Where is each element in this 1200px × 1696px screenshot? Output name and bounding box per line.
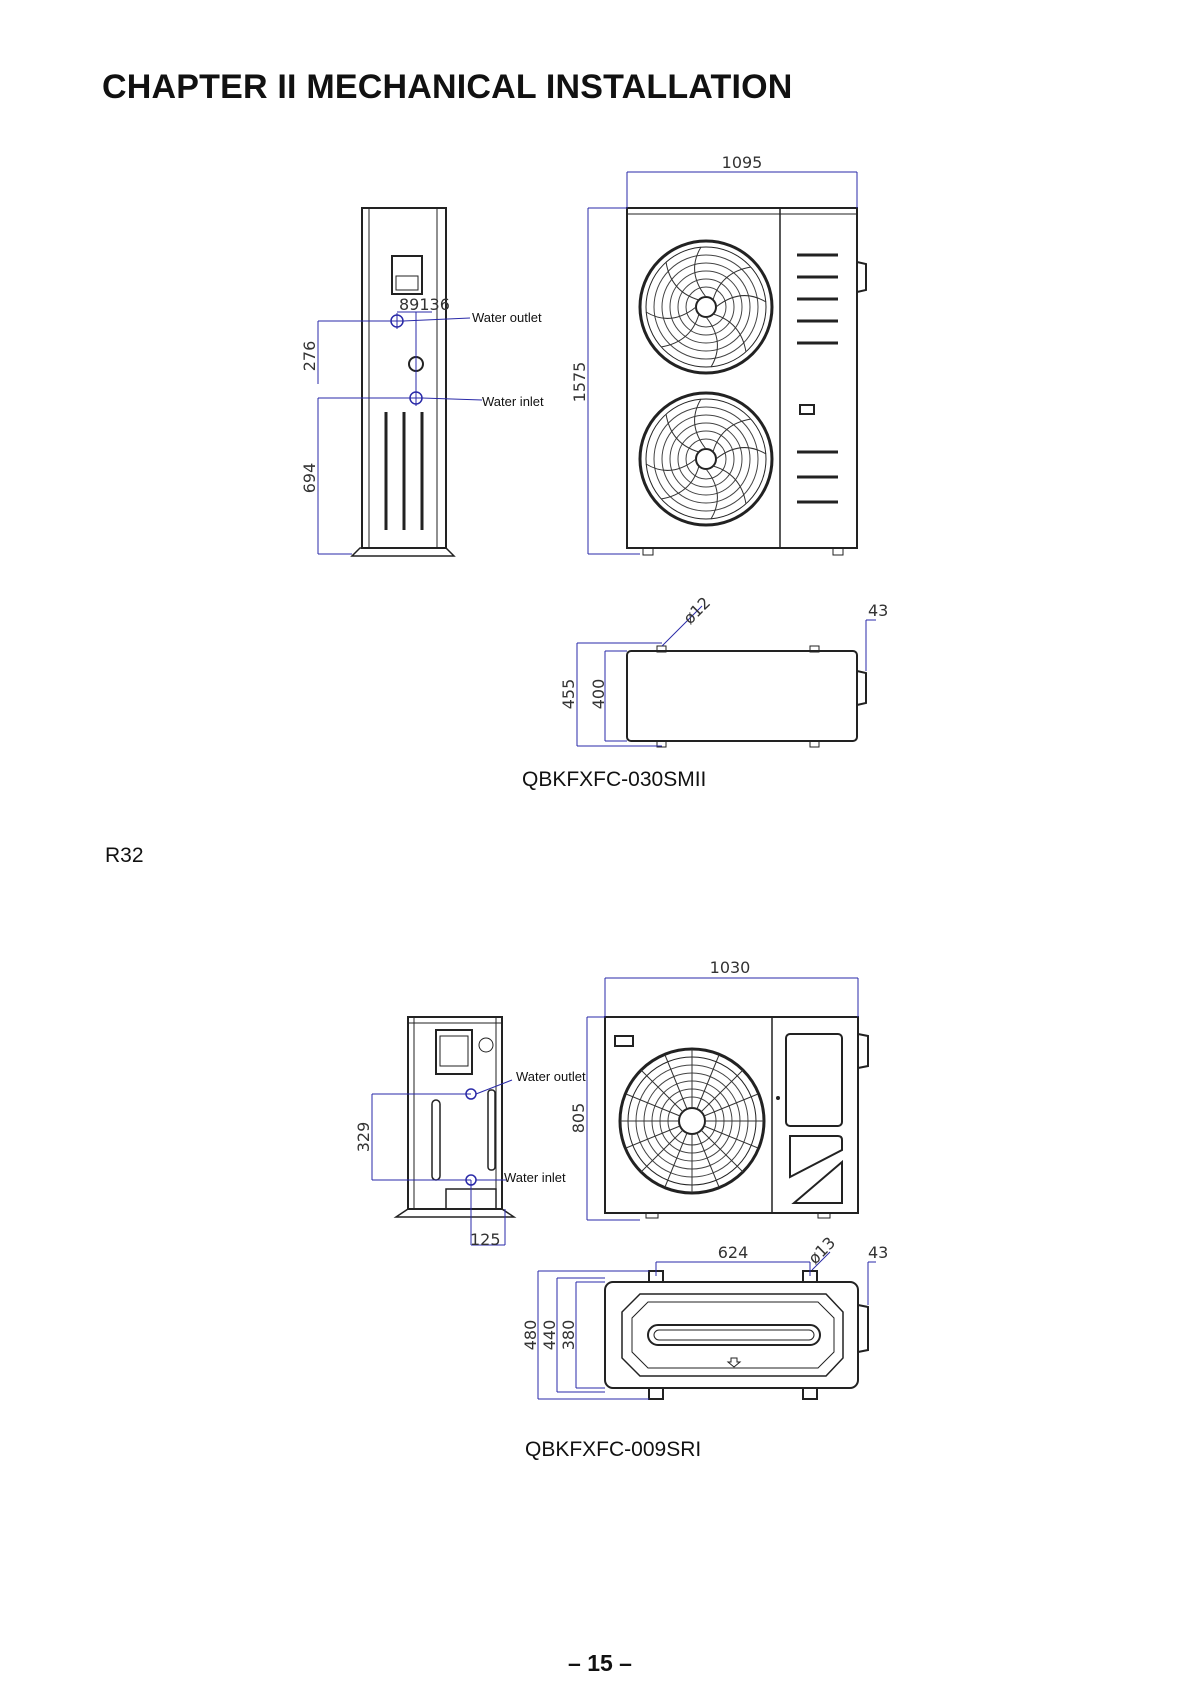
unit2-depth-inner-dim: 380 — [559, 1320, 578, 1351]
unit1-front-view — [626, 207, 867, 556]
unit1-side-view — [350, 207, 456, 557]
unit2-protrusion-dim: 43 — [868, 1243, 888, 1262]
unit2-pipe-spacing-dim: 329 — [354, 1122, 373, 1153]
unit2-front-dimensions — [586, 977, 859, 1221]
unit1-top-dimensions — [576, 605, 876, 747]
unit2-model-caption: QBKFXFC-009SRI — [525, 1438, 702, 1461]
unit2-depth-mid-dim: 440 — [540, 1320, 559, 1351]
unit1-height-dim: 1575 — [570, 362, 589, 403]
page-number: – 15 – — [568, 1650, 632, 1676]
unit1-hole-diameter-dim: ø12 — [679, 593, 714, 628]
unit2-top-dimensions — [537, 1251, 876, 1400]
unit1-depth-inner-dim: 400 — [589, 679, 608, 710]
page-title: CHAPTER II MECHANICAL INSTALLATION — [102, 68, 793, 106]
unit2-water-outlet-label: Water outlet — [516, 1069, 586, 1084]
unit1-top-view — [626, 645, 867, 748]
unit1-front-dimensions — [587, 171, 858, 555]
unit1-water-outlet-label: Water outlet — [472, 310, 542, 325]
unit1-side-dimensions — [317, 311, 483, 555]
refrigerant-note: R32 — [105, 844, 144, 867]
unit2-inlet-offset-dim: 125 — [470, 1230, 501, 1249]
unit2-top-view — [604, 1270, 869, 1400]
unit1-outlet-offset-dim: 89136 — [399, 295, 450, 314]
unit1-protrusion-dim: 43 — [868, 601, 888, 620]
unit1-inlet-height-dim: 694 — [300, 463, 319, 494]
unit1-water-inlet-label: Water inlet — [482, 394, 544, 409]
unit2-side-dimensions — [371, 1079, 513, 1246]
unit2-water-inlet-label: Water inlet — [504, 1170, 566, 1185]
unit1-depth-outer-dim: 455 — [559, 679, 578, 710]
unit2-depth-outer-dim: 480 — [521, 1320, 540, 1351]
unit1-width-dim: 1095 — [722, 153, 763, 172]
unit2-side-view — [393, 1016, 517, 1218]
unit1-model-caption: QBKFXFC-030SMII — [522, 768, 707, 791]
unit2-mount-spacing-dim: 624 — [718, 1243, 749, 1262]
unit2-height-dim: 805 — [569, 1103, 588, 1134]
unit2-width-dim: 1030 — [710, 958, 751, 977]
unit1-outlet-height-dim: 276 — [300, 341, 319, 372]
unit2-front-view — [604, 1016, 869, 1219]
